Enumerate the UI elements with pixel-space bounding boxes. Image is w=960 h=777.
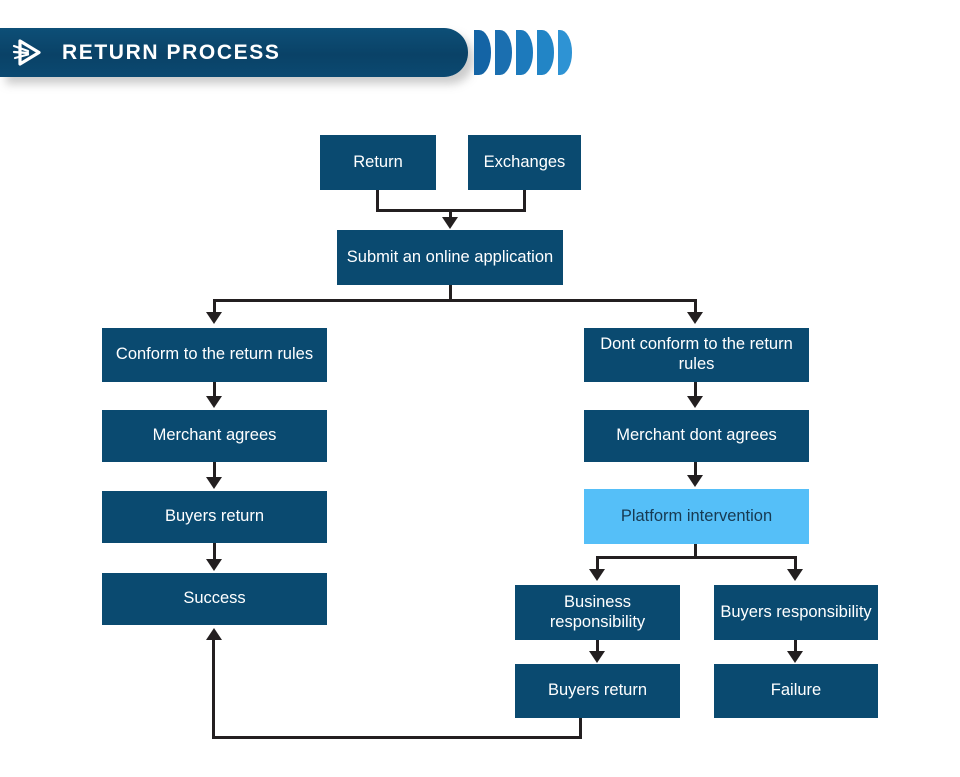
arrow-feedback-to-success: [206, 628, 222, 640]
arrow-to-dont-conform-rules: [687, 312, 703, 324]
arrow-to-buyers-return-left: [206, 477, 222, 489]
edge-feedback-down: [579, 718, 582, 739]
node-label: Buyers return: [164, 507, 265, 526]
node-label: Failure: [770, 681, 822, 700]
node-label: Exchanges: [483, 152, 566, 171]
edge-business-to-buyers-return-bottom: [596, 640, 599, 652]
arrow-to-merchant-agrees: [206, 396, 222, 408]
arrow-to-business-responsibility: [589, 569, 605, 581]
edge-split-bar: [213, 299, 697, 302]
node-buyers-return-bottom[interactable]: Buyers return: [515, 664, 680, 718]
node-business-responsibility[interactable]: Business responsibility: [515, 585, 680, 640]
node-submit-application[interactable]: Submit an online application: [337, 230, 563, 285]
edge-buyers-return-to-success: [213, 543, 216, 559]
node-label: Success: [183, 589, 246, 608]
node-platform-intervention[interactable]: Platform intervention: [584, 489, 809, 544]
node-label: Submit an online application: [346, 247, 554, 266]
node-label: Buyers responsibility: [720, 602, 872, 621]
play-arrow-logo-icon: [4, 30, 50, 76]
node-exchanges[interactable]: Exchanges: [468, 135, 581, 190]
decor-bar-3: [516, 30, 533, 75]
node-failure[interactable]: Failure: [714, 664, 878, 718]
node-return[interactable]: Return: [320, 135, 436, 190]
edge-feedback-horizontal: [212, 736, 582, 739]
arrow-to-platform-intervention: [687, 475, 703, 487]
edge-split-to-business-responsibility: [596, 556, 599, 569]
node-label: Dont conform to the return rules: [600, 335, 793, 373]
edge-platform-to-split: [694, 544, 697, 558]
node-conform-rules[interactable]: Conform to the return rules: [102, 328, 327, 382]
node-dont-conform-rules[interactable]: Dont conform to the return rules: [584, 328, 809, 382]
edge-submit-to-split: [449, 285, 452, 301]
edge-split-to-buyers-responsibility: [794, 556, 797, 569]
arrow-to-merchant-dont-agrees: [687, 396, 703, 408]
edge-dont-conform-to-merchant-dont-agrees: [694, 382, 697, 398]
edge-conform-to-merchant-agrees: [213, 382, 216, 398]
node-merchant-agrees[interactable]: Merchant agrees: [102, 410, 327, 462]
node-label: Conform to the return rules: [115, 345, 314, 364]
arrow-to-buyers-responsibility: [787, 569, 803, 581]
arrow-to-success: [206, 559, 222, 571]
node-buyers-return-left[interactable]: Buyers return: [102, 491, 327, 543]
edge-buyers-responsibility-to-failure: [794, 640, 797, 652]
edge-split-to-conform: [213, 299, 216, 313]
arrow-to-buyers-return-bottom: [589, 651, 605, 663]
arrow-to-submit-application: [442, 217, 458, 229]
arrow-to-failure: [787, 651, 803, 663]
decor-bar-5: [558, 30, 572, 75]
edge-split-to-dont-conform: [694, 299, 697, 313]
node-label: Return: [353, 152, 403, 171]
node-buyers-responsibility[interactable]: Buyers responsibility: [714, 585, 878, 640]
edge-exchanges-to-merge: [523, 190, 526, 212]
node-label: Buyers return: [547, 681, 648, 700]
decor-bar-4: [537, 30, 554, 75]
node-success[interactable]: Success: [102, 573, 327, 625]
node-label: Merchant dont agrees: [616, 426, 777, 445]
node-label: Platform intervention: [620, 506, 773, 525]
node-merchant-dont-agrees[interactable]: Merchant dont agrees: [584, 410, 809, 462]
header-banner: RETURN PROCESS: [0, 28, 468, 77]
edge-return-to-merge: [376, 190, 379, 212]
edge-feedback-up: [212, 639, 215, 738]
node-label: Merchant agrees: [152, 426, 277, 445]
page-title: RETURN PROCESS: [62, 40, 281, 64]
arrow-to-conform-rules: [206, 312, 222, 324]
edge-merge-to-submit: [449, 209, 452, 219]
decor-bar-2: [495, 30, 512, 75]
node-label: Business responsibility: [549, 592, 646, 631]
decor-bar-1: [474, 30, 491, 75]
edge-merchant-agrees-to-buyers-return: [213, 462, 216, 478]
edge-merchant-dont-agrees-to-platform: [694, 462, 697, 476]
edge-responsibility-split-bar: [596, 556, 797, 559]
